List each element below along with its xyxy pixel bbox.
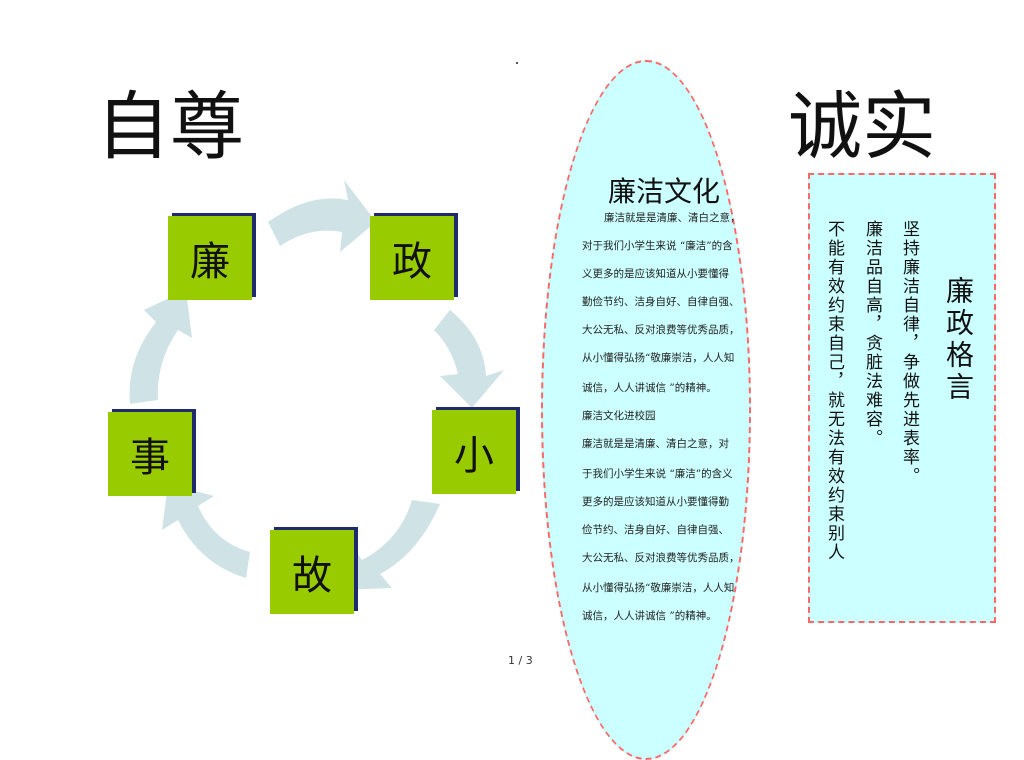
motto-panel	[808, 173, 996, 623]
motto-line: 坚持廉洁自律，争做先进表率。	[899, 220, 919, 486]
cycle-item-shi: 事	[108, 412, 192, 496]
dot-mark	[516, 62, 518, 64]
culture-line: 廉洁就是是清廉、清白之意，	[604, 212, 741, 224]
cycle-arrows	[129, 180, 504, 590]
culture-line: 勤俭节约、洁身自好、自律自强、	[582, 296, 740, 308]
culture-line: 大公无私、反对浪费等优秀品质，	[582, 324, 740, 336]
culture-line: 从小懂得弘扬“敬廉崇洁，人人知	[582, 582, 735, 594]
culture-line: 更多的是应该知道从小要懂得勤	[582, 496, 729, 508]
culture-line: 俭节约、洁身自好、自律自强、	[582, 524, 729, 536]
culture-line: 对于我们小学生来说 “廉洁”的含	[582, 240, 733, 252]
culture-line: 于我们小学生来说 “廉洁”的含义	[582, 468, 733, 480]
heading-left: 自尊	[96, 84, 244, 170]
culture-line: 诚信，人人讲诚信 ”的精神。	[582, 382, 717, 394]
page-number: 1 / 3	[508, 654, 533, 667]
culture-ellipse	[541, 60, 751, 760]
culture-line: 廉洁就是是清廉、清白之意，对	[582, 438, 729, 450]
cycle-item-zheng: 政	[370, 216, 454, 300]
motto-line: 廉洁品自高，贪脏法难容。	[862, 220, 882, 448]
culture-line: 诚信，人人讲诚信 ”的精神。	[582, 610, 717, 622]
culture-line: 义更多的是应该知道从小要懂得	[582, 268, 729, 280]
culture-line: 大公无私、反对浪费等优秀品质，	[582, 552, 740, 564]
cycle-item-lian: 廉	[168, 216, 252, 300]
motto-title: 廉政格言	[942, 276, 975, 404]
cycle-item-xiao: 小	[432, 410, 516, 494]
culture-line: 从小懂得弘扬“敬廉崇洁，人人知	[582, 352, 735, 364]
motto-line: 不能有效约束自己，就无法有效约束别人	[824, 220, 844, 562]
culture-title: 廉洁文化	[608, 175, 721, 208]
cycle-item-gu: 故	[270, 530, 354, 614]
heading-right: 诚实	[788, 84, 936, 170]
culture-line: 廉洁文化进校园	[582, 410, 656, 422]
